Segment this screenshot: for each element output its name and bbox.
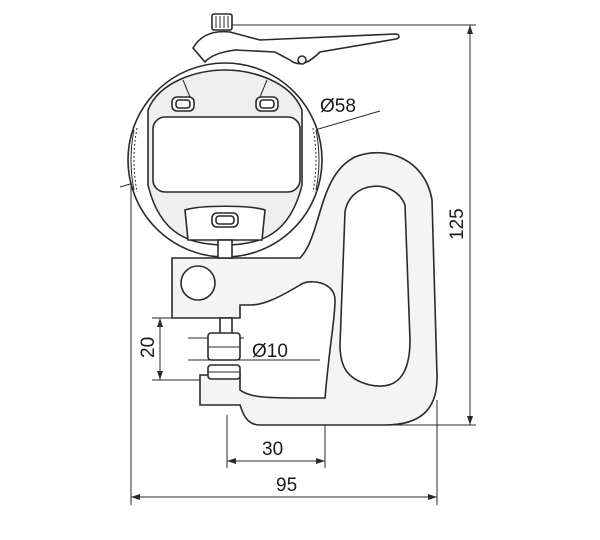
dimension-labels: Ø58 Ø10 20 30 95 125: [138, 96, 468, 496]
gauge-frame: [171, 152, 438, 426]
anvil-diameter-label: Ø10: [252, 341, 288, 362]
lifting-lever: [192, 13, 400, 65]
lcd-display: [152, 116, 301, 193]
overall-width-label: 95: [276, 475, 297, 496]
digital-dial: [127, 62, 323, 259]
measuring-anvils: [207, 317, 241, 380]
measuring-depth-label: 20: [138, 337, 159, 358]
mounting-screw: [180, 265, 216, 301]
throat-depth-label: 30: [262, 439, 283, 460]
overall-height-label: 125: [447, 208, 468, 240]
dial-diameter-label: Ø58: [320, 96, 356, 117]
